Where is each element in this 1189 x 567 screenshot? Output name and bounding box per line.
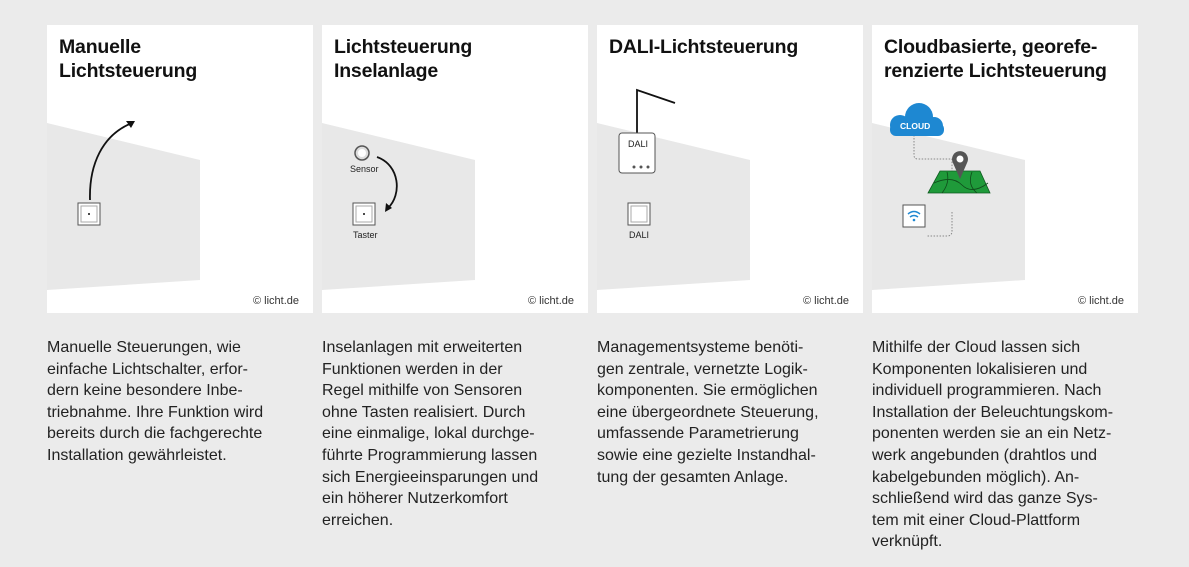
panel-title: Manuelle Lichtsteuerung bbox=[59, 36, 198, 82]
description-island: Inselanlagen mit erweiterten Funktionen … bbox=[322, 339, 539, 529]
copyright: © licht.de bbox=[528, 295, 574, 307]
room-scene bbox=[47, 123, 200, 290]
room-scene bbox=[872, 123, 1025, 290]
left-wall bbox=[872, 123, 1025, 290]
illustration: CLOUD © licht.de bbox=[872, 103, 1124, 307]
panel-title: Cloudbasierte, georefe- renzierte Lichts… bbox=[884, 36, 1107, 82]
dali-controller-label: DALI bbox=[628, 139, 648, 149]
location-pin-icon bbox=[952, 151, 968, 179]
panel-title: DALI-Lichtsteuerung bbox=[609, 36, 799, 58]
description-dali: Managementsysteme benöti- gen zentrale, … bbox=[597, 339, 819, 486]
wifi-switch-icon bbox=[902, 204, 926, 228]
left-wall bbox=[47, 123, 200, 290]
description-manual: Manuelle Steuerungen, wie einfache Licht… bbox=[47, 339, 264, 464]
push-button-icon bbox=[352, 202, 376, 226]
copyright: © licht.de bbox=[1078, 295, 1124, 307]
dotted-connection bbox=[913, 135, 953, 237]
panel-cloud: CLOUD © licht.de Cloudbasierte, georefe-… bbox=[872, 25, 1138, 313]
arrow bbox=[376, 156, 398, 209]
panel-island: Sensor Taster © licht.de Lichtsteuerung … bbox=[322, 25, 588, 313]
dali-controller-icon bbox=[618, 132, 656, 174]
panel-dali: DALI DALI © licht.de DALI-Lichtsteuerung bbox=[597, 25, 863, 313]
illustration: © licht.de bbox=[47, 121, 299, 307]
cable bbox=[636, 88, 676, 133]
room-scene bbox=[322, 123, 475, 290]
description-cloud: Mithilfe der Cloud lassen sich Komponent… bbox=[872, 339, 1114, 551]
arrowhead-icon bbox=[385, 203, 392, 212]
sensor-icon bbox=[354, 145, 370, 161]
cloud-icon bbox=[890, 103, 944, 136]
map-icon bbox=[927, 170, 991, 194]
panel-manual: © licht.de Manuelle Lichtsteuerung bbox=[47, 25, 313, 313]
arrowhead-icon bbox=[126, 121, 135, 128]
illustration: DALI DALI © licht.de bbox=[597, 88, 849, 307]
dali-switch-icon bbox=[627, 202, 651, 226]
map-roads bbox=[933, 171, 989, 194]
copyright: © licht.de bbox=[253, 295, 299, 307]
taster-label: Taster bbox=[353, 230, 378, 240]
left-wall bbox=[322, 123, 475, 290]
dali-switch-label: DALI bbox=[629, 230, 649, 240]
illustration: Sensor Taster © licht.de bbox=[322, 123, 574, 307]
sensor-label: Sensor bbox=[350, 164, 379, 174]
light-switch-icon bbox=[77, 202, 101, 226]
copyright: © licht.de bbox=[803, 295, 849, 307]
cloud-label: CLOUD bbox=[900, 121, 930, 131]
arrow bbox=[89, 122, 133, 201]
panel-title: Lichtsteuerung Inselanlage bbox=[334, 36, 473, 82]
